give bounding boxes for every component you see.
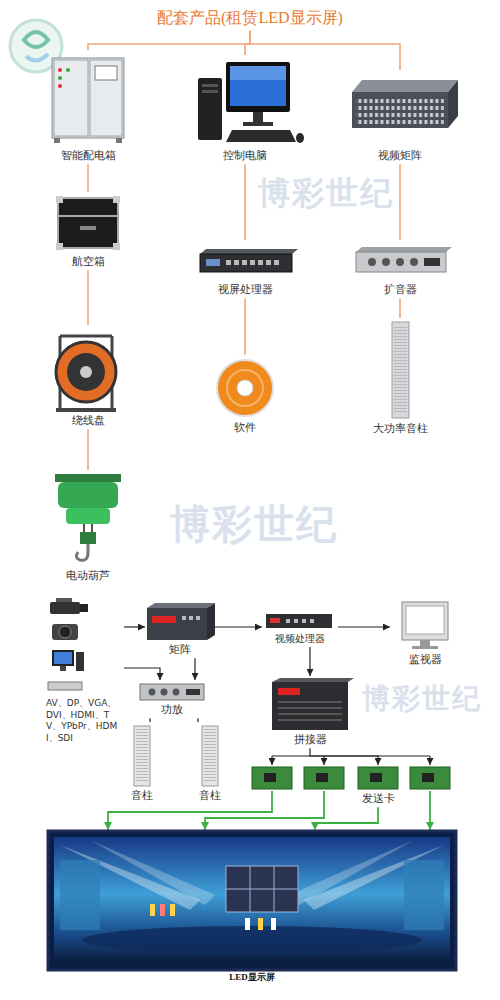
- device-node: 智能配电箱: [33, 50, 143, 164]
- led-screen: [48, 831, 456, 970]
- power-cabinet: [52, 58, 124, 143]
- connector: [87, 270, 89, 325]
- screen-processor: [200, 249, 298, 272]
- source-devices: [48, 598, 88, 690]
- caption-text: 视频处理器: [264, 632, 336, 645]
- connector: [399, 298, 401, 318]
- device-node: 电动葫芦: [43, 470, 133, 584]
- power-amplifier: [140, 684, 204, 700]
- caption-text: 智能配电箱: [35, 148, 141, 162]
- connector: [87, 164, 89, 192]
- device-node: 扩音器: [345, 240, 455, 298]
- device-node: 大功率音柱: [350, 318, 450, 437]
- caption-text: 音柱: [129, 788, 155, 802]
- software-disc: [217, 360, 273, 416]
- connector: [124, 668, 160, 680]
- electric-hoist: [55, 474, 121, 560]
- caption-text: 大功率音柱: [352, 421, 448, 435]
- device-node: LED显示屏: [47, 830, 457, 986]
- device-node: 航空箱: [43, 192, 133, 270]
- connector: [124, 626, 145, 627]
- title-node: 配套产品(租赁LED显示屏): [135, 8, 365, 31]
- flight-case: [56, 196, 120, 250]
- card-wires: [272, 756, 430, 765]
- caption-text: 发送卡: [355, 791, 401, 805]
- connector: [315, 807, 378, 830]
- device-node: 视频矩阵: [345, 70, 455, 164]
- column-speaker: [392, 322, 409, 418]
- speaker-columns: [134, 726, 218, 786]
- caption-text: 音柱: [197, 788, 223, 802]
- caption-text: 扩音器: [347, 282, 453, 296]
- caption-text: 矩阵: [147, 642, 213, 656]
- caption-text: 监视器: [392, 652, 458, 666]
- caption-text: 软件: [202, 420, 288, 434]
- device-node: 发送卡: [353, 765, 403, 807]
- device-node: 音柱: [127, 722, 157, 804]
- device-node: 监视器: [390, 600, 460, 668]
- device-node: 软件: [200, 355, 290, 436]
- caption-text: 视频矩阵: [347, 148, 453, 162]
- connector: [149, 718, 150, 722]
- device-node: 控制电脑: [190, 55, 300, 164]
- sending-cards: [252, 767, 450, 789]
- caption-text: 绕线盘: [45, 413, 131, 427]
- connector: [244, 164, 246, 240]
- amplifier: [356, 247, 452, 272]
- connector: [87, 429, 89, 470]
- connector: [309, 647, 310, 676]
- device-node: 绕线盘: [43, 325, 133, 429]
- connector: [197, 718, 198, 722]
- caption-text: LED显示屏: [49, 972, 455, 984]
- cable-reel: [56, 336, 116, 410]
- device-node: 音柱: [195, 722, 225, 804]
- device-node: AV、DP、VGA、DVI、HDMI、TV、YPbPr、HDMI、SDI: [44, 598, 124, 747]
- connector: [250, 31, 400, 70]
- caption-text: 航空箱: [45, 254, 131, 268]
- caption-text: 控制电脑: [192, 148, 298, 162]
- caption-text: 功放: [134, 702, 210, 716]
- connector: [399, 164, 401, 240]
- splicer: [272, 678, 354, 730]
- matrix-device: [147, 603, 215, 640]
- connector: [310, 748, 378, 765]
- watermark: 博彩世纪: [258, 172, 394, 216]
- device-node: 视频处理器: [262, 612, 338, 647]
- connector: [194, 658, 195, 680]
- device-node: 视屏处理器: [190, 240, 300, 298]
- monitor: [402, 602, 448, 649]
- device-node: 矩阵: [145, 602, 215, 658]
- device-node: 功放: [132, 680, 212, 718]
- caption-text: 视屏处理器: [192, 282, 298, 296]
- watermark: 博彩世纪: [170, 497, 338, 552]
- video-processor: [266, 614, 332, 628]
- control-computer: [198, 62, 304, 143]
- device-node: 拼接器: [265, 676, 355, 748]
- connector: [215, 626, 262, 627]
- caption-text: AV、DP、VGA、DVI、HDMI、TV、YPbPr、HDMI、SDI: [46, 698, 122, 745]
- caption-text: 电动葫芦: [45, 568, 131, 582]
- connector: [338, 626, 390, 627]
- card-screen-arrows: [108, 791, 430, 830]
- title-text: 配套产品(租赁LED显示屏): [137, 8, 363, 29]
- caption-text: 拼接器: [267, 732, 353, 746]
- watermark: 博彩世纪: [362, 680, 482, 718]
- video-matrix: [352, 80, 458, 128]
- connector: [88, 31, 250, 50]
- connector: [244, 298, 246, 355]
